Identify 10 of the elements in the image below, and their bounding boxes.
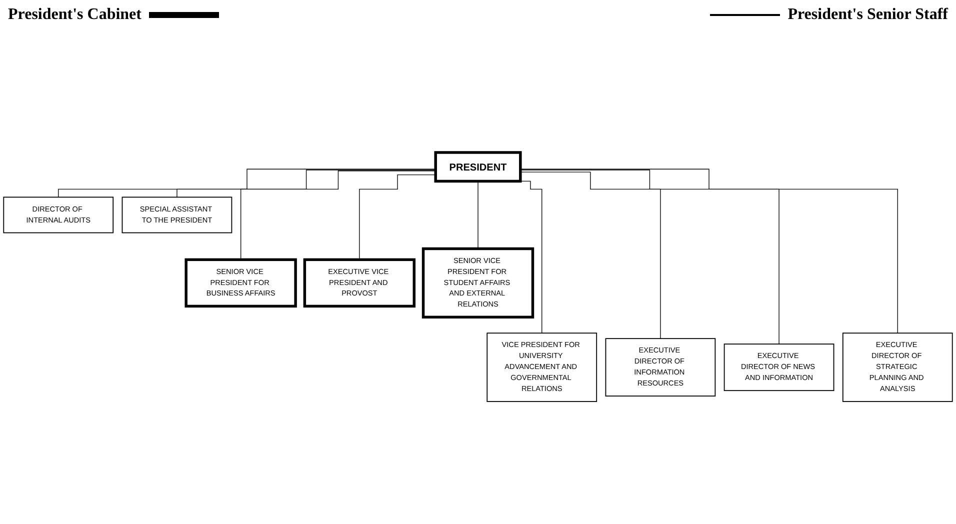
legend-label: President's Cabinet (8, 6, 142, 24)
connector (520, 168, 898, 334)
connector (359, 174, 436, 260)
legend-label: President's Senior Staff (788, 6, 948, 24)
connector (520, 172, 661, 339)
connector (240, 170, 436, 260)
connector (58, 168, 436, 198)
connector (176, 170, 436, 198)
node-box: PRESIDENT (434, 151, 522, 183)
connector (520, 170, 780, 344)
